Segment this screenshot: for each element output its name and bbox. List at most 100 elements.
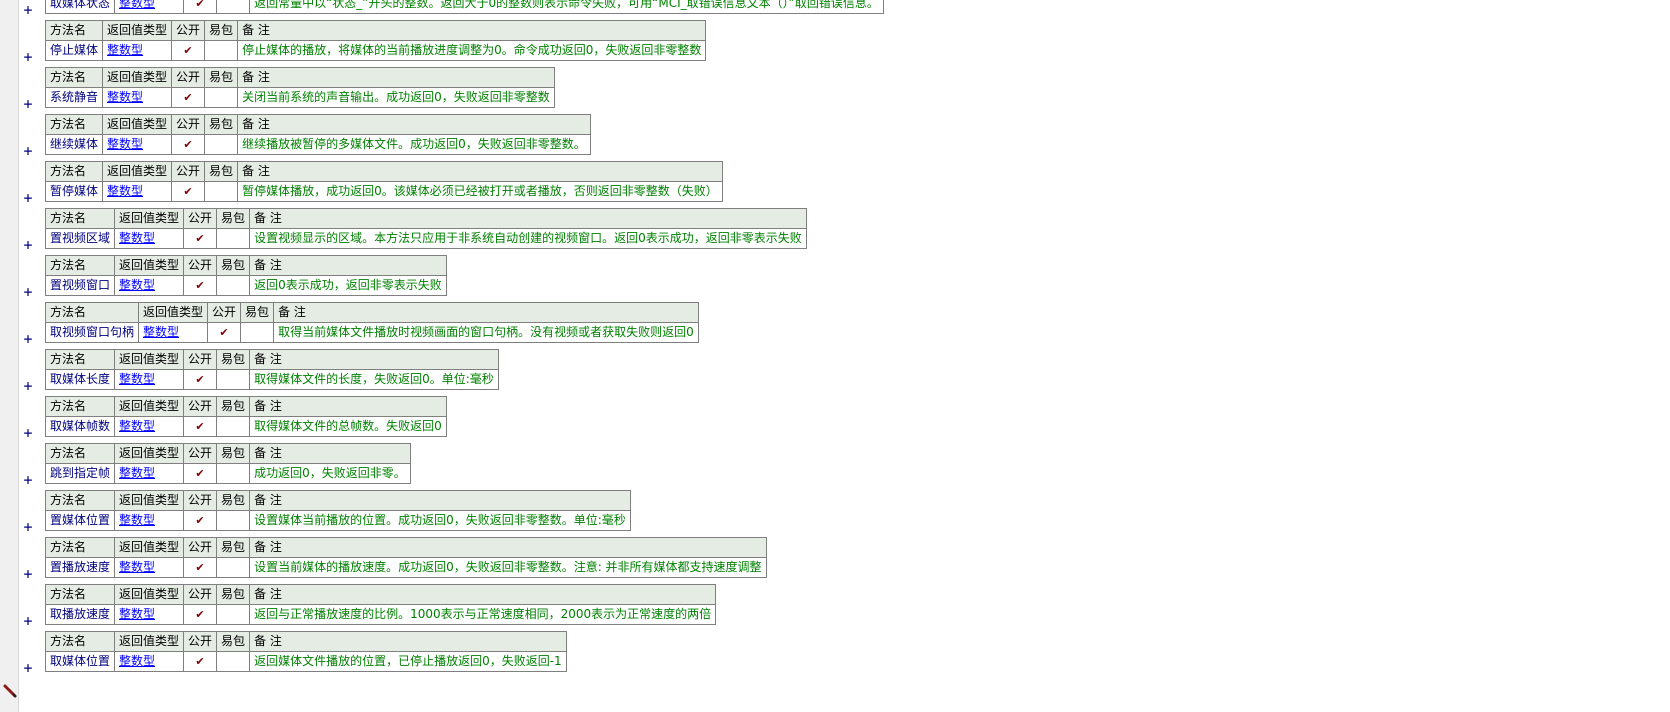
easy-package-cell[interactable]: [216, 369, 251, 390]
method-note[interactable]: 成功返回0，失败返回非零。: [249, 463, 411, 484]
return-type-link[interactable]: 整数型: [102, 134, 173, 155]
expand-icon[interactable]: +: [23, 471, 33, 489]
expand-icon[interactable]: +: [23, 377, 33, 395]
expand-icon[interactable]: +: [23, 95, 33, 113]
public-check-icon[interactable]: ✔: [183, 651, 218, 672]
public-check-icon[interactable]: ✔: [183, 275, 218, 296]
public-check-icon[interactable]: ✔: [183, 463, 218, 484]
public-check-icon[interactable]: ✔: [183, 416, 218, 437]
expand-icon[interactable]: +: [23, 48, 33, 66]
return-type-link[interactable]: 整数型: [114, 463, 185, 484]
public-check-icon[interactable]: ✔: [171, 134, 206, 155]
col-name-header: 方法名: [44, 161, 104, 182]
method-note[interactable]: 取得当前媒体文件播放时视频画面的窗口句柄。没有视频或者获取失败则返回0: [273, 322, 699, 343]
method-table: 方法名返回值类型公开易包备 注停止媒体整数型✔停止媒体的播放，将媒体的当前播放进…: [44, 20, 707, 61]
expand-icon[interactable]: +: [23, 565, 33, 583]
method-note[interactable]: 取得媒体文件的总帧数。失败返回0: [249, 416, 447, 437]
method-name[interactable]: 继续媒体: [44, 134, 104, 155]
col-easy-package-header: 易包: [216, 490, 251, 511]
easy-package-cell[interactable]: [204, 134, 239, 155]
public-check-icon[interactable]: ✔: [183, 604, 218, 625]
easy-package-cell[interactable]: [216, 228, 251, 249]
method-note[interactable]: 返回与正常播放速度的比例。1000表示与正常速度相同，2000表示为正常速度的两…: [249, 604, 717, 625]
method-name[interactable]: 取播放速度: [44, 604, 116, 625]
expand-icon[interactable]: +: [23, 142, 33, 160]
table-header-row: 方法名返回值类型公开易包备 注: [44, 255, 447, 276]
col-easy-package-header: 易包: [216, 631, 251, 652]
return-type-link[interactable]: 整数型: [114, 416, 185, 437]
method-note[interactable]: 停止媒体的播放，将媒体的当前播放进度调整为0。命令成功返回0，失败返回非零整数: [237, 40, 707, 61]
method-name[interactable]: 置播放速度: [44, 557, 116, 578]
method-note[interactable]: 取得媒体文件的长度，失败返回0。单位:毫秒: [249, 369, 499, 390]
expand-icon[interactable]: +: [23, 1, 33, 19]
easy-package-cell[interactable]: [204, 181, 239, 202]
method-name[interactable]: 暂停媒体: [44, 181, 104, 202]
expand-icon[interactable]: +: [23, 612, 33, 630]
public-check-icon[interactable]: ✔: [183, 228, 218, 249]
public-check-icon[interactable]: ✔: [183, 510, 218, 531]
return-type-link[interactable]: 整数型: [114, 557, 185, 578]
method-name[interactable]: 取媒体长度: [44, 369, 116, 390]
method-note[interactable]: 暂停媒体播放，成功返回0。该媒体必须已经被打开或者播放，否则返回非零整数（失败）: [237, 181, 723, 202]
easy-package-cell[interactable]: [216, 0, 251, 14]
public-check-icon[interactable]: ✔: [171, 40, 206, 61]
method-note[interactable]: 关闭当前系统的声音输出。成功返回0，失败返回非零整数: [237, 87, 555, 108]
method-note[interactable]: 设置视频显示的区域。本方法只应用于非系统自动创建的视频窗口。返回0表示成功，返回…: [249, 228, 807, 249]
public-check-icon[interactable]: ✔: [183, 0, 218, 14]
return-type-link[interactable]: 整数型: [102, 87, 173, 108]
method-name[interactable]: 取视频窗口句柄: [44, 322, 140, 343]
method-note[interactable]: 设置当前媒体的播放速度。成功返回0，失败返回非零整数。注意: 并非所有媒体都支持…: [249, 557, 767, 578]
return-type-link[interactable]: 整数型: [138, 322, 209, 343]
col-note-header: 备 注: [237, 114, 591, 135]
method-note[interactable]: 返回常量中以“状态_”开头的整数。返回大于0的整数则表示命令失败，可用“MCI_…: [249, 0, 884, 14]
method-note[interactable]: 返回0表示成功，返回非零表示失败: [249, 275, 447, 296]
method-note[interactable]: 设置媒体当前播放的位置。成功返回0，失败返回非零整数。单位:毫秒: [249, 510, 631, 531]
return-type-link[interactable]: 整数型: [114, 275, 185, 296]
col-return-type-header: 返回值类型: [114, 255, 185, 276]
return-type-link[interactable]: 整数型: [114, 369, 185, 390]
method-name[interactable]: 取媒体帧数: [44, 416, 116, 437]
expand-icon[interactable]: +: [23, 330, 33, 348]
method-note[interactable]: 返回媒体文件播放的位置，已停止播放返回0，失败返回-1: [249, 651, 567, 672]
easy-package-cell[interactable]: [216, 651, 251, 672]
easy-package-cell[interactable]: [216, 463, 251, 484]
return-type-link[interactable]: 整数型: [114, 228, 185, 249]
method-name[interactable]: 置视频窗口: [44, 275, 116, 296]
easy-package-cell[interactable]: [204, 40, 239, 61]
return-type-link[interactable]: 整数型: [114, 0, 185, 14]
easy-package-cell[interactable]: [216, 275, 251, 296]
return-type-link[interactable]: 整数型: [114, 651, 185, 672]
easy-package-cell[interactable]: [216, 557, 251, 578]
public-check-icon[interactable]: ✔: [183, 557, 218, 578]
col-note-header: 备 注: [249, 349, 499, 370]
easy-package-cell[interactable]: [216, 510, 251, 531]
method-name[interactable]: 停止媒体: [44, 40, 104, 61]
return-type-link[interactable]: 整数型: [114, 510, 185, 531]
public-check-icon[interactable]: ✔: [171, 87, 206, 108]
method-name[interactable]: 置媒体位置: [44, 510, 116, 531]
method-note[interactable]: 继续播放被暂停的多媒体文件。成功返回0，失败返回非零整数。: [237, 134, 591, 155]
expand-icon[interactable]: +: [23, 518, 33, 536]
easy-package-cell[interactable]: [240, 322, 275, 343]
public-check-icon[interactable]: ✔: [207, 322, 242, 343]
return-type-link[interactable]: 整数型: [114, 604, 185, 625]
expand-icon[interactable]: +: [23, 189, 33, 207]
return-type-link[interactable]: 整数型: [102, 181, 173, 202]
col-return-type-header: 返回值类型: [114, 537, 185, 558]
return-type-link[interactable]: 整数型: [102, 40, 173, 61]
public-check-icon[interactable]: ✔: [183, 369, 218, 390]
easy-package-cell[interactable]: [204, 87, 239, 108]
method-name[interactable]: 取媒体位置: [44, 651, 116, 672]
easy-package-cell[interactable]: [216, 604, 251, 625]
expand-icon[interactable]: +: [23, 236, 33, 254]
method-name[interactable]: 系统静音: [44, 87, 104, 108]
expand-icon[interactable]: +: [23, 283, 33, 301]
col-easy-package-header: 易包: [204, 67, 239, 88]
expand-icon[interactable]: +: [23, 659, 33, 677]
easy-package-cell[interactable]: [216, 416, 251, 437]
method-name[interactable]: 取媒体状态: [44, 0, 116, 14]
method-name[interactable]: 跳到指定帧: [44, 463, 116, 484]
method-name[interactable]: 置视频区域: [44, 228, 116, 249]
public-check-icon[interactable]: ✔: [171, 181, 206, 202]
expand-icon[interactable]: +: [23, 424, 33, 442]
